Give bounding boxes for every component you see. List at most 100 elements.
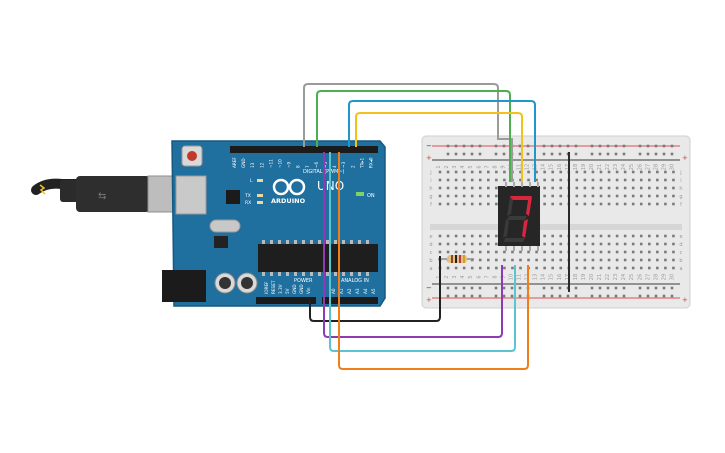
breadboard-hole [591, 194, 595, 198]
seven-segment-display: 7 [498, 182, 540, 251]
rail-hole [478, 152, 482, 156]
breadboard-hole [615, 242, 619, 246]
breadboard-hole [672, 186, 675, 190]
breadboard-hole [672, 250, 675, 254]
breadboard-hole [487, 258, 490, 262]
column-number: 24 [621, 274, 627, 280]
breadboard-hole [575, 170, 579, 174]
breadboard-hole [623, 234, 627, 238]
pin-label: 12 [259, 162, 264, 168]
breadboard-hole [607, 234, 611, 238]
rail-hole [574, 152, 578, 156]
rail-hole [518, 152, 522, 156]
pin-label: ~10 [278, 159, 283, 168]
column-number: 21 [597, 164, 603, 170]
column-number: 18 [573, 274, 579, 280]
rail-hole [502, 286, 506, 290]
segment-b [526, 197, 532, 216]
rail-hole [542, 152, 546, 156]
breadboard-hole [599, 194, 603, 198]
row-letter: c [430, 250, 433, 256]
pin-label: AREF [232, 157, 237, 168]
breadboard-hole [543, 242, 546, 246]
rail-hole [662, 294, 666, 298]
wire-black [309, 256, 441, 322]
rail-hole [646, 152, 650, 156]
breadboard-hole [664, 194, 667, 198]
breadboard-hole [470, 170, 474, 174]
breadboard-hole [607, 242, 611, 246]
column-number: 20 [589, 274, 595, 280]
breadboard-hole [599, 258, 603, 262]
breadboard-hole [591, 186, 595, 190]
rail-hole [446, 152, 450, 156]
rail-minus-label-top: − [426, 142, 432, 150]
wire-cyan [329, 152, 516, 352]
led-l-label: L [250, 178, 253, 184]
breadboard-hole [470, 178, 474, 182]
breadboard-hole [672, 202, 675, 206]
breadboard-hole [656, 178, 659, 182]
rail-hole [558, 144, 562, 148]
breadboard-hole [454, 186, 458, 190]
rail-hole [542, 144, 546, 148]
rail-hole [670, 152, 674, 156]
breadboard-hole [438, 178, 442, 182]
breadboard-hole [615, 250, 619, 254]
breadboard-hole [495, 234, 498, 238]
row-letter: e [679, 234, 682, 240]
breadboard-hole [623, 186, 627, 190]
breadboard-hole [503, 170, 506, 174]
breadboard-hole [527, 178, 530, 182]
pin-label: RX◂0 [369, 157, 374, 168]
column-number: 13 [533, 274, 539, 280]
breadboard-hole [656, 186, 659, 190]
breadboard-hole [438, 194, 442, 198]
column-number: 30 [669, 164, 675, 170]
display-pin [537, 182, 539, 187]
breadboard-hole [664, 186, 667, 190]
rail-hole [622, 144, 626, 148]
column-number: 4 [460, 275, 466, 278]
breadboard-hole [559, 186, 563, 190]
breadboard-hole [615, 266, 619, 270]
rail-hole [614, 152, 618, 156]
breadboard-hole [648, 178, 651, 182]
rail-hole [654, 294, 658, 298]
breadboard-hole [478, 186, 482, 190]
rail-hole [590, 286, 594, 290]
breadboard-hole [607, 194, 611, 198]
rail-hole [638, 294, 642, 298]
breadboard-hole [664, 250, 667, 254]
rail-hole [654, 144, 658, 148]
pin-label: A1 [339, 288, 344, 294]
breadboard-hole [591, 242, 595, 246]
breadboard-hole [559, 178, 563, 182]
rail-hole [454, 294, 458, 298]
rail-hole [558, 286, 562, 290]
breadboard-hole [559, 170, 563, 174]
breadboard-hole [551, 250, 554, 254]
column-number: 4 [460, 165, 466, 168]
breadboard-hole [495, 178, 498, 182]
breadboard-hole [672, 194, 675, 198]
breadboard-hole [551, 266, 554, 270]
column-number: 1 [436, 165, 442, 168]
column-number: 28 [653, 164, 659, 170]
rail-hole [502, 144, 506, 148]
row-letter: j [679, 170, 681, 176]
breadboard-hole [656, 234, 659, 238]
breadboard-hole [639, 170, 643, 174]
column-number: 2 [444, 275, 450, 278]
breadboard-hole [631, 250, 635, 254]
row-letter: h [429, 186, 432, 192]
row-letter: a [679, 266, 682, 272]
breadboard-hole [664, 242, 667, 246]
breadboard-hole [446, 170, 450, 174]
breadboard-hole [559, 234, 563, 238]
breadboard-hole [543, 234, 546, 238]
column-number: 11 [517, 274, 523, 280]
column-number: 26 [637, 164, 643, 170]
column-number: 23 [613, 274, 619, 280]
column-number: 18 [573, 164, 579, 170]
